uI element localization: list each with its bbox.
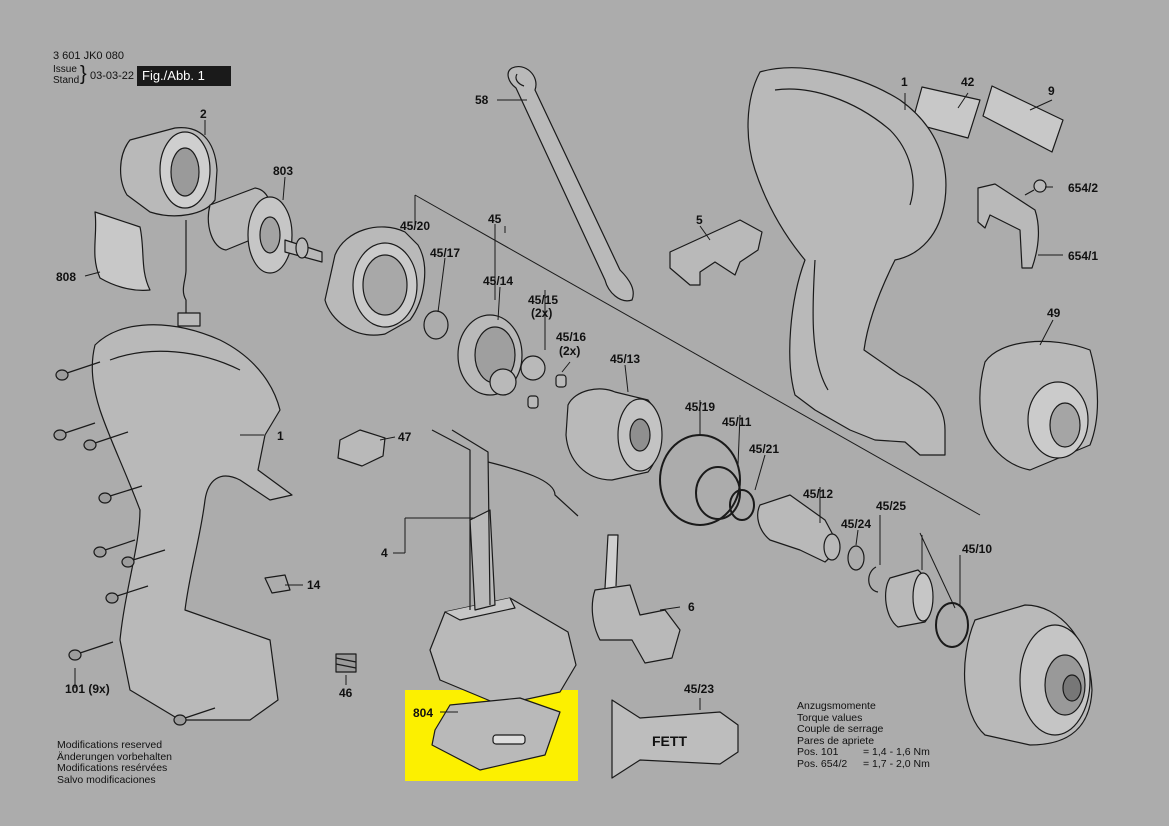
callout-47: 47 (398, 430, 412, 444)
part-45-23-grease-tube (611, 699, 739, 779)
torque-value: = 1,7 - 2,0 Nm (863, 757, 930, 770)
modifications-line: Salvo modificaciones (57, 773, 156, 786)
part-49-nose-cover (979, 340, 1099, 471)
part-803-rotor (207, 187, 323, 274)
issue-label: Issue (53, 64, 77, 75)
callout-808: 808 (56, 270, 77, 284)
part-bearing (884, 569, 934, 628)
part-2-stator (120, 127, 218, 327)
fett-label: FETT (652, 733, 687, 749)
part-chuck (963, 604, 1093, 746)
part-58-strap (507, 66, 634, 302)
callout-1-top: 1 (901, 75, 908, 89)
callout-804: 804 (413, 706, 434, 720)
callout-45-20: 45/20 (400, 219, 431, 233)
part-46-spring (335, 653, 357, 673)
part-808-label (94, 211, 151, 291)
part-804-plate (431, 697, 561, 771)
part-4-electronics (429, 429, 579, 706)
stand-label: Stand (53, 75, 80, 86)
modifications-line: Modifications reserved (57, 739, 163, 751)
part-654-2-screw (1024, 179, 1047, 196)
callout-42: 42 (961, 75, 975, 89)
part-45-12-anvil (757, 494, 841, 563)
callout-1-left: 1 (277, 429, 284, 443)
part-6-trigger (591, 534, 681, 664)
part-45-21-washer (729, 489, 755, 521)
torque-title: Torque values (797, 711, 863, 724)
torque-title: Couple de serrage (797, 723, 884, 736)
callout-45: 45 (488, 212, 502, 226)
part-45-10-washer (935, 602, 969, 648)
modifications-line: Änderungen vorbehalten (57, 750, 173, 763)
leader-lines (74, 92, 1063, 713)
part-45-11-ring (695, 466, 741, 520)
callout-45-25: 45/25 (876, 499, 907, 513)
torque-title: Pares de apriete (797, 734, 875, 747)
callout-49: 49 (1047, 306, 1061, 320)
callout-45-13: 45/13 (610, 352, 641, 366)
callout-58: 58 (475, 93, 489, 107)
torque-value: = 1,4 - 1,6 Nm (863, 746, 930, 759)
part-1-housing-right (747, 67, 947, 456)
callout-101: 101 (9x) (65, 682, 110, 696)
callout-45-11: 45/11 (722, 415, 752, 429)
callout-5: 5 (696, 213, 703, 227)
brace: } (80, 63, 87, 85)
part-14-clip (264, 574, 291, 594)
callout-2: 2 (200, 107, 207, 121)
modifications-line: Modifications resérvées (57, 762, 168, 775)
part-5-switch (669, 219, 763, 286)
part-45-15-planet-gears (489, 355, 546, 396)
part-47-pad (337, 429, 386, 467)
torque-pos: Pos. 101 (797, 746, 839, 759)
callout-45-24: 45/24 (841, 517, 872, 531)
part-45-20-ring-housing (324, 226, 426, 336)
torque-values: Anzugsmomente Torque values Couple de se… (797, 700, 930, 771)
callout-4: 4 (381, 546, 388, 560)
callout-6: 6 (688, 600, 695, 614)
part-654-1-clip (977, 183, 1039, 269)
part-9-label (982, 85, 1064, 153)
part-45-25-circlip (868, 566, 879, 593)
callout-45-16: 45/16 (556, 330, 587, 344)
modifications-notes: Modifications reserved Änderungen vorbeh… (57, 739, 173, 786)
torque-row: Pos. 101 = 1,4 - 1,6 Nm (797, 747, 930, 759)
callout-45-15-qty: (2x) (531, 306, 553, 320)
part-45-24-washer (847, 545, 865, 571)
part-101-screws (53, 361, 216, 726)
callout-45-21: 45/21 (749, 442, 780, 456)
callout-654-1: 654/1 (1068, 249, 1099, 263)
callout-45-15: 45/15 (528, 293, 559, 307)
callout-45-23: 45/23 (684, 682, 715, 696)
callout-45-17: 45/17 (430, 246, 461, 260)
callout-45-16-qty: (2x) (559, 344, 581, 358)
torque-row: Pos. 654/2 = 1,7 - 2,0 Nm (797, 757, 930, 771)
part-45-17-ring (423, 310, 449, 340)
issue-date: 03-03-22 (90, 70, 135, 82)
callout-46: 46 (339, 686, 353, 700)
part-45-16-pins (527, 374, 567, 409)
callout-45-19: 45/19 (685, 400, 716, 414)
torque-title: Anzugsmomente (797, 700, 876, 712)
part-45-13-carrier (565, 388, 663, 481)
callout-803: 803 (273, 164, 294, 178)
part-number: 3 601 JK0 080 (53, 50, 124, 62)
part-1-housing-left (91, 324, 293, 721)
figure-badge: Fig./Abb. 1 (137, 66, 231, 86)
callout-45-10: 45/10 (962, 542, 993, 556)
callout-9: 9 (1048, 84, 1055, 98)
callout-654-2: 654/2 (1068, 181, 1099, 195)
callout-14: 14 (307, 578, 321, 592)
callout-45-12: 45/12 (803, 487, 834, 501)
callout-45-14: 45/14 (483, 274, 514, 288)
torque-pos: Pos. 654/2 (797, 757, 848, 770)
